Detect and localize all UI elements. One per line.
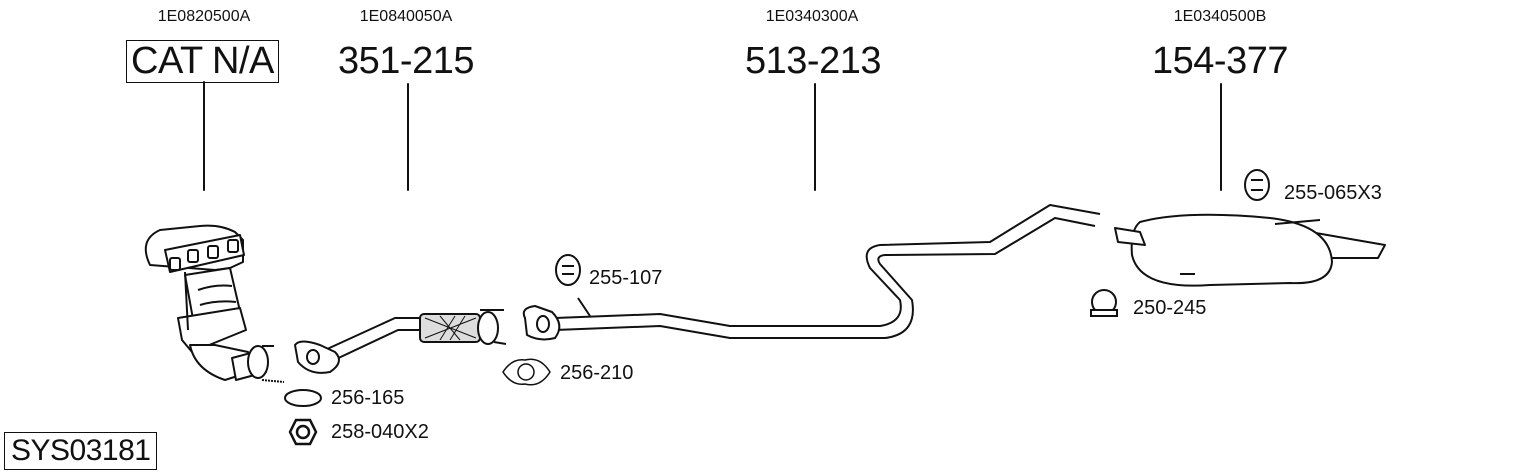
rubber-hanger-icon-255-107 [555,254,581,286]
oe-number-front-pipe: 1E0840050A [359,8,453,25]
accessory-label-255-107[interactable]: 255-107 [589,267,663,289]
accessory-label-256-165[interactable]: 256-165 [331,387,405,409]
rubber-hanger-icon-255-065 [1244,169,1270,201]
u-clamp-icon [1090,289,1118,317]
rear-silencer-icon [1114,213,1386,287]
accessory-label-256-210[interactable]: 256-210 [560,362,634,384]
catalytic-converter-icon [144,224,285,383]
part-number-rear-silencer[interactable]: 154-377 [1152,40,1288,82]
oe-number-rear-silencer: 1E0340500B [1173,8,1267,25]
part-number-front-pipe[interactable]: 351-215 [338,40,474,82]
system-code: SYS03181 [4,432,158,470]
middle-pipe-icon [522,204,1101,341]
front-pipe-icon [294,309,507,374]
hex-nut-icon [288,418,318,446]
accessory-label-258-040x2[interactable]: 258-040X2 [331,421,429,443]
part-number-cat[interactable]: CAT N/A [126,40,279,83]
flange-gasket-icon [502,358,551,386]
part-number-middle-pipe[interactable]: 513-213 [745,40,881,82]
accessory-label-255-065x3[interactable]: 255-065X3 [1284,182,1382,204]
oe-number-middle-pipe: 1E0340300A [765,8,859,25]
oe-number-cat: 1E0820500A [157,8,251,25]
accessory-label-250-245[interactable]: 250-245 [1133,297,1207,319]
ring-gasket-icon [284,389,322,407]
